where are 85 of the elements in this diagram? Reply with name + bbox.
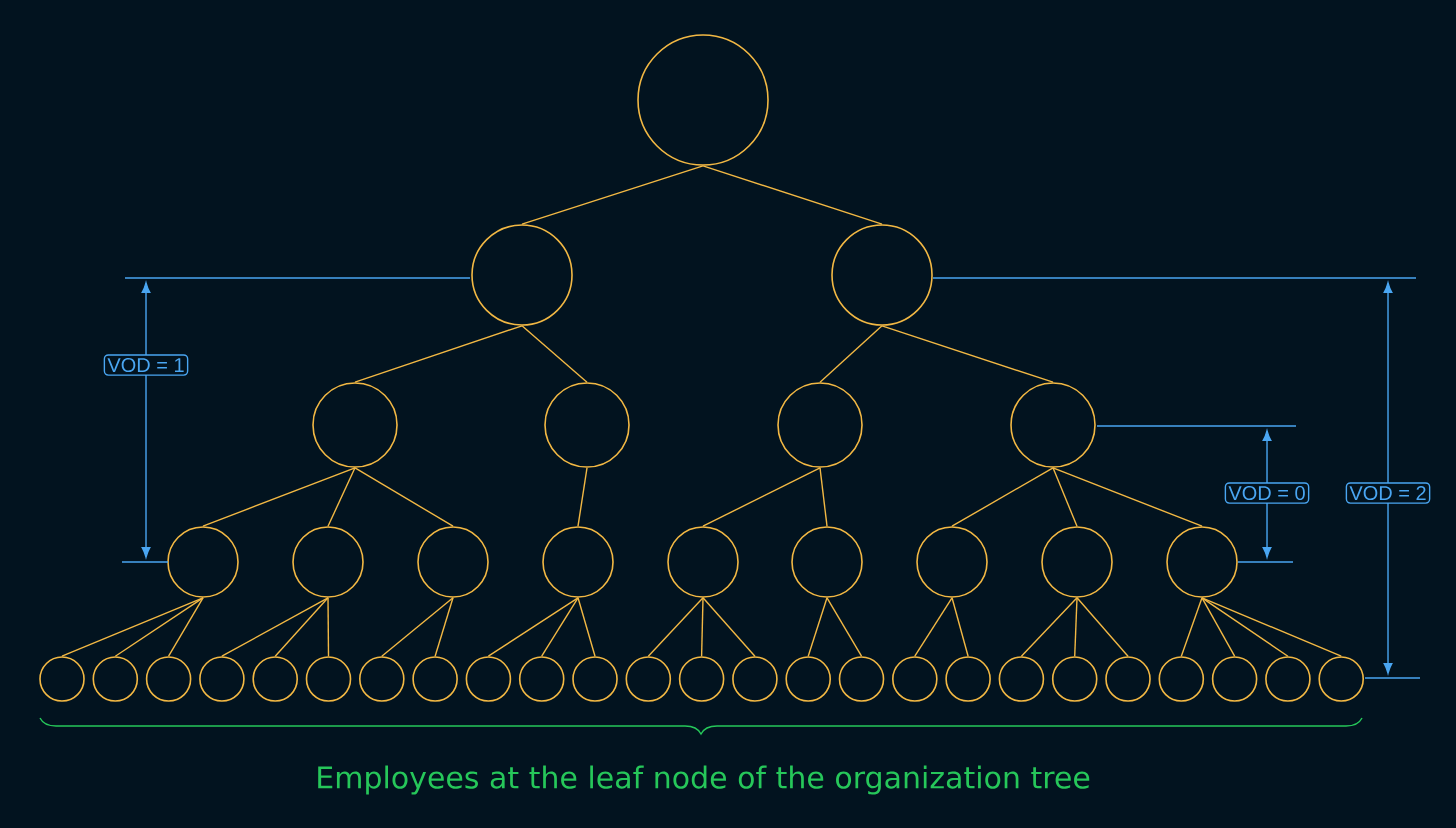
connector-line [807,597,828,657]
tree-node [145,656,192,702]
connector-line [61,597,204,657]
tree-node [1051,656,1098,702]
connector-line [951,597,969,657]
tree-node [542,526,614,598]
tree-node [1166,526,1238,598]
connector-line [1201,597,1342,657]
connector-line [521,165,704,225]
connector-line [381,597,454,657]
connector-line [1180,597,1203,657]
connector-line [1076,597,1129,657]
connector-line [1201,597,1289,657]
tree-node [678,656,725,702]
tree-node [518,656,565,702]
tree-node [544,382,630,468]
tree-node [1211,656,1258,702]
connector-line [881,325,1054,383]
tree-node [1010,382,1096,468]
tree-node [831,224,933,326]
tree-node [791,526,863,598]
connector-line [327,597,330,657]
connector-line [951,467,1054,527]
tree-node [465,656,512,702]
tree-node [945,656,991,702]
connector-line [702,467,821,527]
tree-node [777,382,863,468]
tree-node [572,656,618,702]
tree-node [916,526,988,598]
tree-node [1265,656,1311,702]
tree-node [252,656,298,702]
tree-node [292,526,364,598]
tree-node [637,34,769,166]
connector-line [914,597,953,657]
dimension-label: VOD = 0 [1224,482,1310,504]
tree-node [732,656,778,702]
connector-line [541,597,579,657]
connector-line [1052,467,1078,527]
connector-line [702,597,756,657]
connector-line [274,597,329,657]
connector-line [1052,467,1203,527]
tree-node [625,656,672,702]
tree-node [417,526,489,598]
tree-node [1158,656,1205,702]
connector-line [647,597,704,657]
connector-line [202,467,356,527]
connector-line [819,325,883,383]
connector-line [702,165,883,225]
connector-line [1074,597,1078,657]
tree-node [305,656,352,702]
connector-line [819,467,828,527]
caption: Employees at the leaf node of the organization tree [318,765,1090,795]
connector-line [327,467,356,527]
tree-node [167,526,239,598]
tree-node [1318,656,1364,702]
connector-line [354,325,523,383]
connector-line [434,597,454,657]
connector-line [1020,597,1078,657]
tree-node [838,656,885,702]
connector-line [521,325,588,383]
tree-node [312,382,398,468]
connector-line [1201,597,1236,657]
tree-node [892,656,938,702]
tree-node [471,224,573,326]
tree-node [998,656,1045,702]
connector-line [354,467,454,527]
tree-node [667,526,739,598]
dimension-label: VOD = 1 [103,354,189,376]
dimension-label: VOD = 2 [1345,482,1431,504]
connector-line [167,597,204,657]
tree-node [1041,526,1113,598]
connector-line [577,597,596,657]
connector-line [221,597,329,657]
tree-node [1105,656,1151,702]
connector-line [487,597,579,657]
tree-node [359,656,405,702]
connector-line [577,467,588,527]
tree-node [39,656,85,702]
tree-node [412,656,458,702]
connector-line [114,597,204,657]
connector-line [700,597,704,657]
connector-line [826,597,863,657]
tree-node [785,656,831,702]
tree-node [92,656,139,702]
tree-node [199,656,245,702]
